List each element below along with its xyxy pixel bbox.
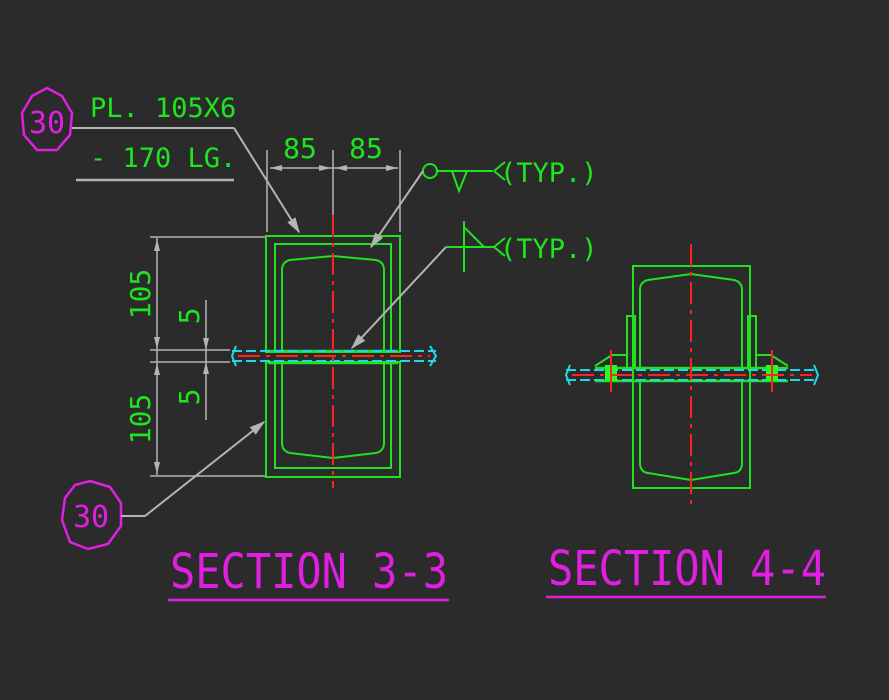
weld-typ-1: (TYP.): [500, 158, 598, 189]
dim-gap-bottom: 5: [173, 389, 206, 406]
section-3-3-title: SECTION 3-3: [168, 544, 449, 602]
plate-note: PL. 105X6 - 170 LG.: [76, 93, 300, 234]
plate-note-line2: - 170 LG.: [90, 143, 236, 174]
plate-note-line1: PL. 105X6: [90, 93, 236, 124]
tag-bottom-leader: [121, 421, 266, 517]
section-3-3-dimensions: 85 85 105 5 5 105: [124, 132, 401, 477]
tag-bottom-number: 30: [73, 500, 109, 535]
tag-top-number: 30: [29, 106, 65, 141]
weld-symbol-all-round: (TYP.): [370, 158, 598, 249]
section-4-4-view: [564, 244, 820, 504]
tag-bottom: 30: [60, 421, 266, 551]
dim-height-bottom: 105: [124, 394, 157, 445]
dim-width-left: 85: [283, 132, 317, 165]
weld-leader-2: [350, 246, 447, 350]
tag-bottom-octagon: [60, 479, 123, 551]
dim-gap-top: 5: [173, 308, 206, 325]
section-3-3-view: [230, 215, 438, 488]
dim-width-right: 85: [349, 132, 383, 165]
weld-leader-1: [370, 170, 424, 249]
section-4-4-title-text: SECTION 4-4: [548, 541, 826, 597]
section-4-4-title: SECTION 4-4: [546, 541, 826, 599]
section-3-3-title-text: SECTION 3-3: [170, 544, 448, 600]
dim-height-top: 105: [124, 269, 157, 320]
tag-top: 30: [20, 86, 234, 152]
tag-top-octagon: [20, 86, 74, 152]
weld-symbol-fillet: (TYP.): [350, 221, 598, 350]
weld-typ-2: (TYP.): [500, 234, 598, 265]
